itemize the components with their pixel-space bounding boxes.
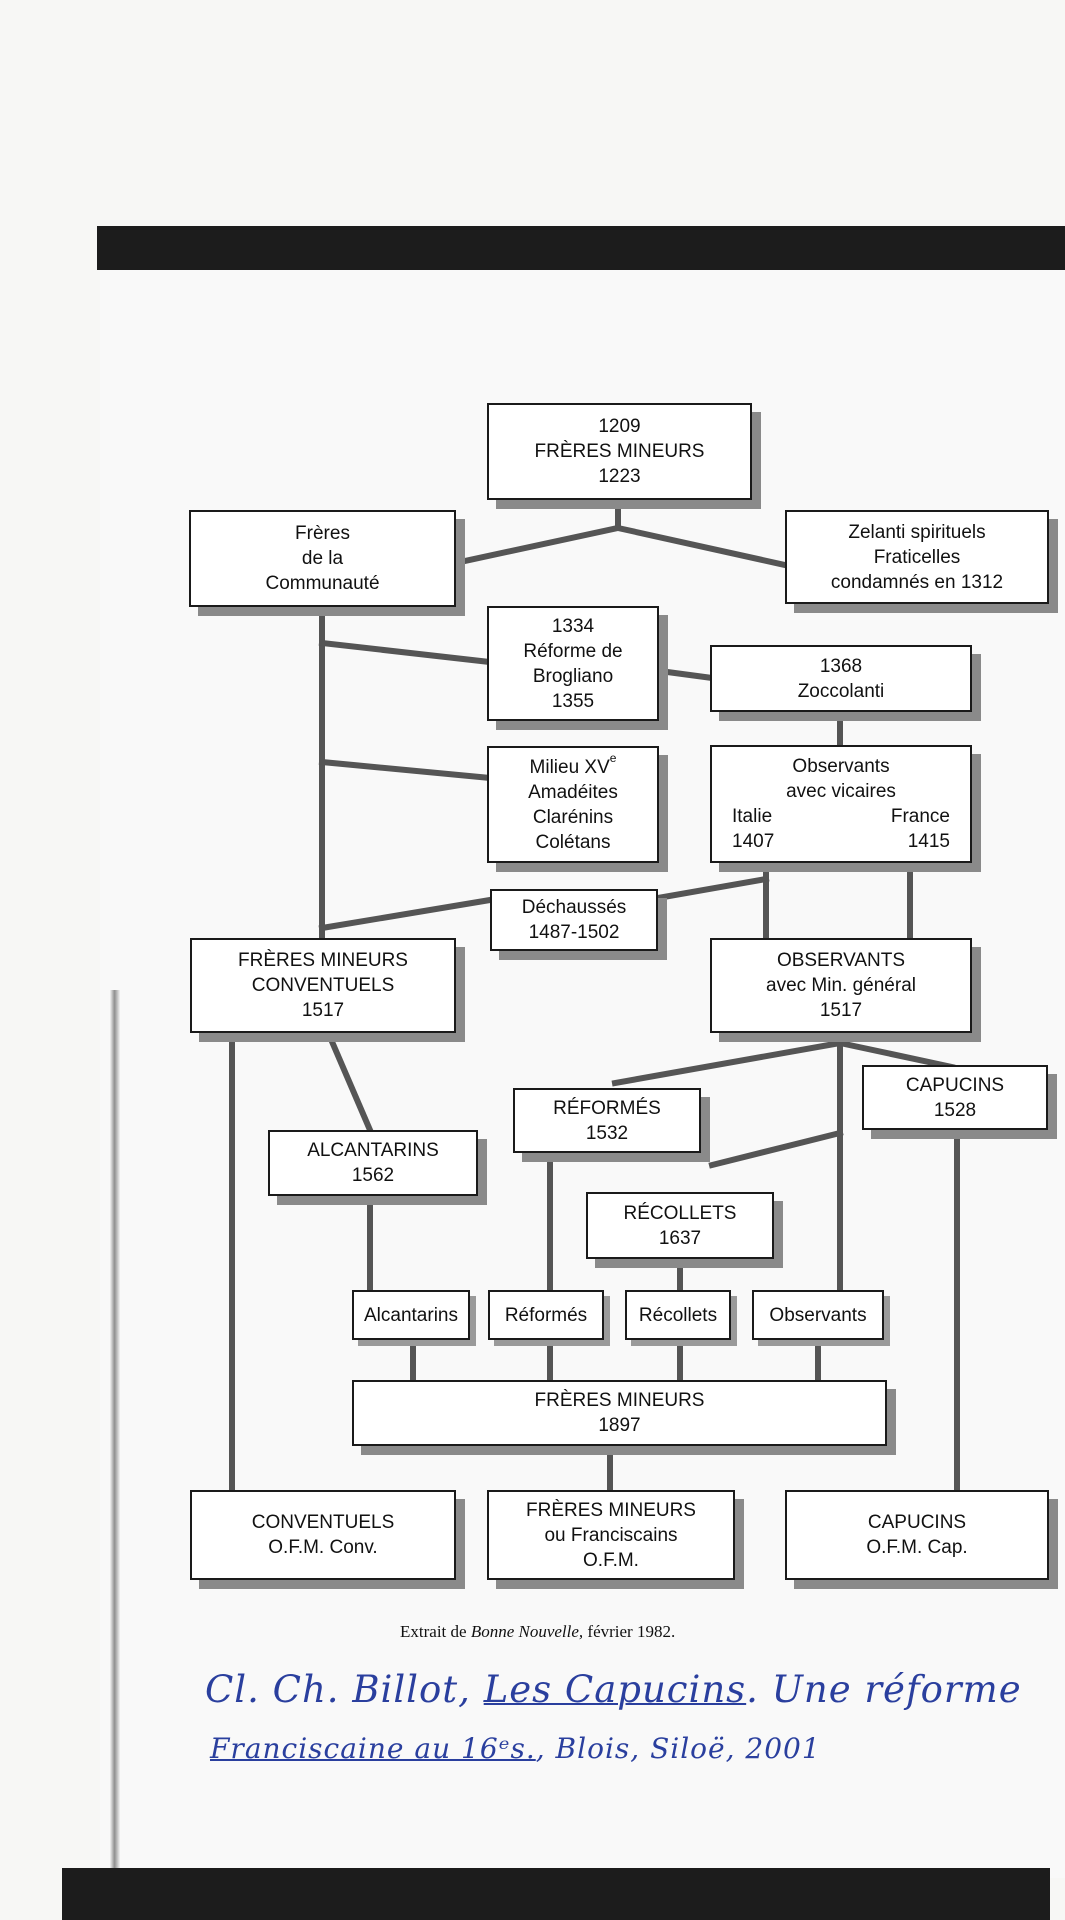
node-freres-mineurs-1209: 1209 FRÈRES MINEURS 1223 — [487, 403, 752, 500]
node-zoccolanti: 1368 Zoccolanti — [710, 645, 972, 712]
node-capucins-1528: CAPUCINS 1528 — [862, 1065, 1048, 1130]
page-left-edge-shadow — [110, 990, 120, 1880]
node-line: OBSERVANTS — [776, 950, 906, 971]
node-line: 1487-1502 — [528, 922, 620, 943]
handwritten-title: Les Capucins — [483, 1668, 747, 1711]
node-line: condamnés en 1312 — [830, 571, 1004, 593]
node-conventuels-ofm-conv: CONVENTUELS O.F.M. Conv. — [190, 1490, 456, 1580]
node-freres-mineurs-conventuels: FRÈRES MINEURS CONVENTUELS 1517 — [190, 938, 456, 1033]
node-line: Observants — [769, 1304, 867, 1326]
node-line: O.F.M. Conv. — [268, 1537, 378, 1558]
handwritten-publisher: , Blois, Siloë, 2001 — [535, 1732, 821, 1765]
caption-suffix: février 1982. — [583, 1622, 676, 1641]
handwritten-subtitle: . Une réforme — [746, 1668, 1022, 1711]
node-line: FRÈRES MINEURS — [534, 441, 705, 462]
node-reforme-brogliano: 1334 Réforme de Brogliano 1355 — [487, 606, 659, 721]
node-line-text: Milieu XV — [529, 756, 610, 778]
node-line: CONVENTUELS — [251, 975, 395, 996]
node-line: Récollets — [638, 1304, 718, 1326]
node-line: Amadéites — [528, 781, 618, 803]
node-line: 1897 — [598, 1415, 641, 1436]
node-line: 1562 — [351, 1165, 395, 1186]
node-line: FRÈRES MINEURS — [526, 1499, 696, 1521]
node-line: 1334 — [551, 615, 595, 637]
france-year: 1415 — [907, 831, 950, 852]
node-line: de la — [301, 548, 344, 569]
italie-year: 1407 — [732, 831, 775, 852]
node-line: Réforme de — [523, 640, 623, 662]
node-capucins-ofm-cap: CAPUCINS O.F.M. Cap. — [785, 1490, 1049, 1580]
node-dechausses: Déchaussés 1487-1502 — [490, 889, 658, 951]
node-observants-vicaires: Observants avec vicaires Italie France 1… — [710, 745, 972, 863]
node-line: 1355 — [551, 690, 595, 712]
handwritten-author: Cl. Ch. Billot, — [205, 1668, 484, 1711]
node-split-row: Italie France — [712, 804, 970, 829]
caption-prefix: Extrait de — [400, 1622, 471, 1641]
node-alcantarins-1562: ALCANTARINS 1562 — [268, 1130, 478, 1196]
node-line: O.F.M. — [583, 1549, 639, 1571]
handwritten-reference-line-2: Franciscaine au 16ᵉs., Blois, Siloë, 200… — [210, 1732, 821, 1765]
node-line: ALCANTARINS — [307, 1140, 439, 1161]
node-observants: Observants — [752, 1290, 884, 1340]
node-line: 1517 — [819, 1000, 863, 1021]
node-alcantarins: Alcantarins — [352, 1290, 470, 1340]
node-recollets: Récollets — [625, 1290, 731, 1340]
node-line: FRÈRES MINEURS — [534, 1390, 705, 1411]
node-line: CAPUCINS — [867, 1512, 967, 1533]
node-line: Frères — [295, 523, 350, 544]
node-line: Zoccolanti — [797, 680, 885, 702]
node-line: 1517 — [301, 1000, 345, 1021]
node-line: 1637 — [658, 1227, 702, 1249]
node-line: 1532 — [585, 1122, 629, 1144]
scan-bottom-border — [62, 1868, 1050, 1920]
node-line: RÉCOLLETS — [623, 1202, 737, 1224]
node-line: Clarénins — [532, 806, 614, 828]
node-reformes: Réformés — [488, 1290, 604, 1340]
node-line: Fraticelles — [873, 546, 961, 568]
france-label: France — [890, 806, 950, 827]
superscript: e — [609, 751, 617, 766]
node-line: FRÈRES MINEURS — [238, 950, 408, 971]
node-line: Observants — [792, 756, 890, 777]
node-line: Déchaussés — [521, 897, 627, 918]
node-line: 1368 — [819, 655, 863, 677]
node-franciscains-ofm: FRÈRES MINEURS ou Franciscains O.F.M. — [487, 1490, 735, 1580]
handwritten-subtitle-end: Franciscaine au 16ᵉs. — [210, 1732, 536, 1765]
node-line: 1528 — [933, 1099, 977, 1121]
node-line: Alcantarins — [364, 1304, 458, 1326]
scan-top-border — [97, 226, 1065, 270]
node-line: avec Min. général — [766, 975, 916, 996]
node-milieu-xve: Milieu XVe Amadéites Clarénins Colétans — [487, 746, 659, 863]
italie-label: Italie — [732, 806, 773, 827]
node-line: CAPUCINS — [905, 1074, 1005, 1096]
node-line: ou Franciscains — [544, 1524, 678, 1546]
node-line: Milieu XVe — [529, 752, 617, 780]
caption-title: Bonne Nouvelle, — [470, 1622, 584, 1641]
node-zelanti-spirituels: Zelanti spirituels Fraticelles condamnés… — [785, 510, 1049, 604]
source-caption: Extrait de Bonne Nouvelle, février 1982. — [400, 1622, 900, 1642]
node-line: avec vicaires — [786, 781, 896, 802]
node-freres-communaute: Frères de la Communauté — [189, 510, 456, 607]
handwritten-reference-line-1: Cl. Ch. Billot, Les Capucins. Une réform… — [205, 1668, 1022, 1711]
node-freres-mineurs-1897: FRÈRES MINEURS 1897 — [352, 1380, 887, 1446]
node-line: Colétans — [535, 831, 611, 853]
node-recollets-1637: RÉCOLLETS 1637 — [586, 1192, 774, 1259]
node-line: 1223 — [598, 466, 641, 487]
node-observants-min-general: OBSERVANTS avec Min. général 1517 — [710, 938, 972, 1033]
node-line: Brogliano — [532, 665, 614, 687]
node-line: Zelanti spirituels — [848, 521, 986, 543]
node-split-row: 1407 1415 — [712, 829, 970, 854]
node-line: RÉFORMÉS — [553, 1097, 661, 1119]
node-line: Réformés — [504, 1304, 588, 1326]
node-line: CONVENTUELS — [251, 1512, 395, 1533]
node-line: O.F.M. Cap. — [866, 1537, 968, 1558]
node-line: 1209 — [598, 416, 641, 437]
node-line: Communauté — [265, 573, 380, 594]
node-reformes-1532: RÉFORMÉS 1532 — [513, 1088, 701, 1153]
